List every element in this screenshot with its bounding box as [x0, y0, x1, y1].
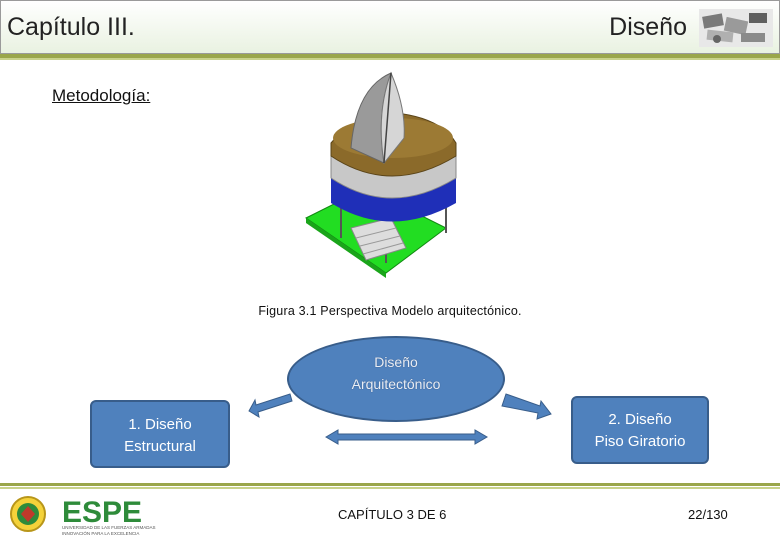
node-rotating-floor-design: 2. Diseño Piso Giratorio	[571, 396, 709, 464]
espe-logo: ESPE UNIVERSIDAD DE LAS FUERZAS ARMADAS …	[10, 496, 156, 536]
header-bar: Capítulo III. Diseño	[0, 0, 780, 54]
double-arrow-between-nodes	[325, 429, 488, 445]
node-rotating-line1: 2. Diseño	[608, 411, 672, 428]
architectural-model-image	[305, 71, 457, 278]
logo-subtext2: INNOVACIÓN PARA LA EXCELENCIA	[62, 530, 139, 536]
footer-divider	[0, 483, 780, 486]
figure-caption: Figura 3.1 Perspectiva Modelo arquitectó…	[258, 304, 522, 318]
node-structural-design: 1. Diseño Estructural	[90, 400, 230, 468]
slide-title: Diseño	[609, 13, 687, 41]
footer-page-number: 22/130	[688, 507, 728, 522]
footer-divider-light	[0, 487, 780, 489]
chapter-label: Capítulo III.	[7, 13, 135, 41]
center-node-line2: Arquitectónico	[351, 376, 441, 392]
arrow-to-structural	[248, 393, 293, 419]
header-divider	[0, 54, 780, 58]
logo-subtext: UNIVERSIDAD DE LAS FUERZAS ARMADAS	[62, 525, 156, 530]
header-decorative-image	[699, 9, 773, 47]
center-node-line1: Diseño	[374, 354, 418, 370]
arrow-to-rotating-floor	[501, 393, 552, 420]
logo-text: ESPE	[62, 496, 142, 529]
section-subtitle: Metodología:	[52, 86, 151, 105]
node-structural-line2: Estructural	[124, 438, 196, 455]
node-structural-line1: 1. Diseño	[128, 416, 192, 433]
header-divider-light	[0, 58, 780, 60]
center-node-architectural-design: Diseño Arquitectónico	[287, 336, 505, 422]
footer-chapter-counter: CAPÍTULO 3 DE 6	[338, 507, 447, 522]
node-rotating-line2: Piso Giratorio	[594, 433, 686, 450]
